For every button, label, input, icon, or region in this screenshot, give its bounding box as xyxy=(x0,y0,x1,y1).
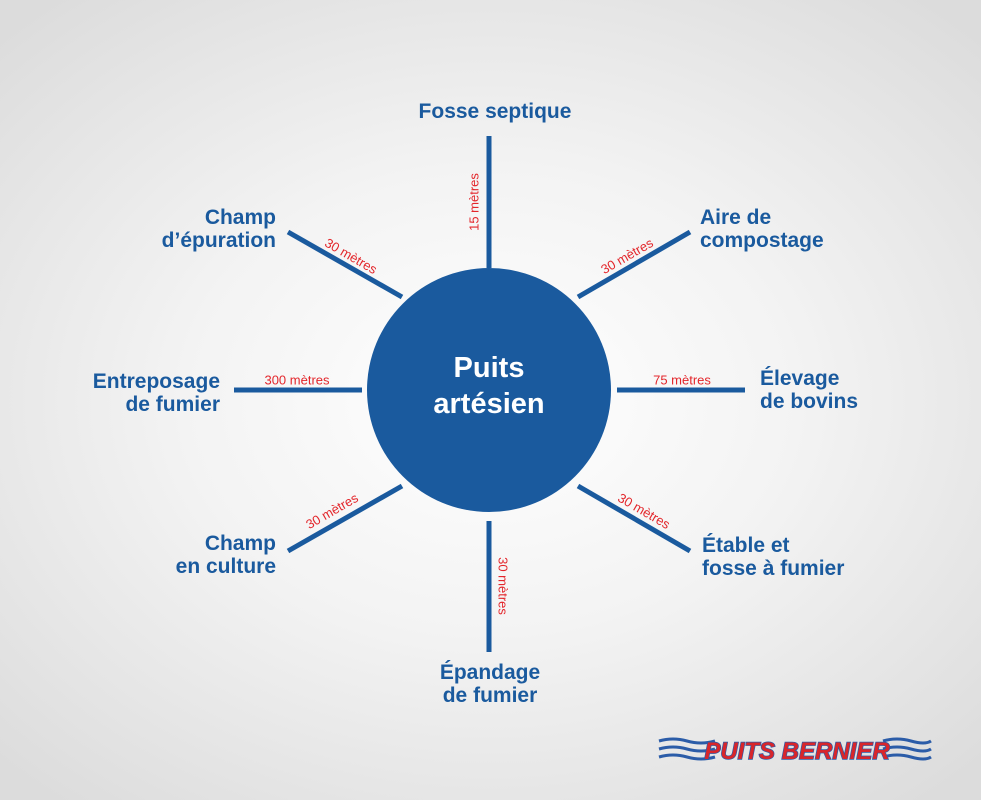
spoke-line-aire-compostage xyxy=(576,229,692,300)
central-well-label: Puits artésien xyxy=(433,352,545,420)
spoke-line-champ-culture xyxy=(286,483,404,554)
label-champ-epuration: Champ d’épuration xyxy=(161,206,276,252)
distance-label-fosse-septique: 15 mètres xyxy=(467,173,482,231)
spoke-line-etable-fosse xyxy=(576,483,692,554)
label-fosse-septique: Fosse septique xyxy=(418,100,572,123)
central-well-circle xyxy=(367,268,611,512)
label-champ-culture: Champ en culture xyxy=(175,532,276,578)
logo-text: PUITS BERNIER xyxy=(704,738,890,765)
label-epandage-fumier: Épandage de fumier xyxy=(439,661,541,707)
label-entreposage-fumier: Entreposage de fumier xyxy=(92,370,220,416)
puits-bernier-logo: PUITS BERNIER xyxy=(658,737,932,766)
label-elevage-bovins: Élevage de bovins xyxy=(760,367,859,413)
distance-label-elevage-bovins: 75 mètres xyxy=(653,373,711,388)
spoke-line-champ-epuration xyxy=(286,229,404,300)
distance-label-epandage-fumier: 30 mètres xyxy=(496,557,511,615)
distance-label-entreposage-fumier: 300 mètres xyxy=(264,373,330,388)
label-aire-compostage: Aire de compostage xyxy=(700,206,824,252)
label-etable-fosse: Étable et fosse à fumier xyxy=(702,534,845,580)
